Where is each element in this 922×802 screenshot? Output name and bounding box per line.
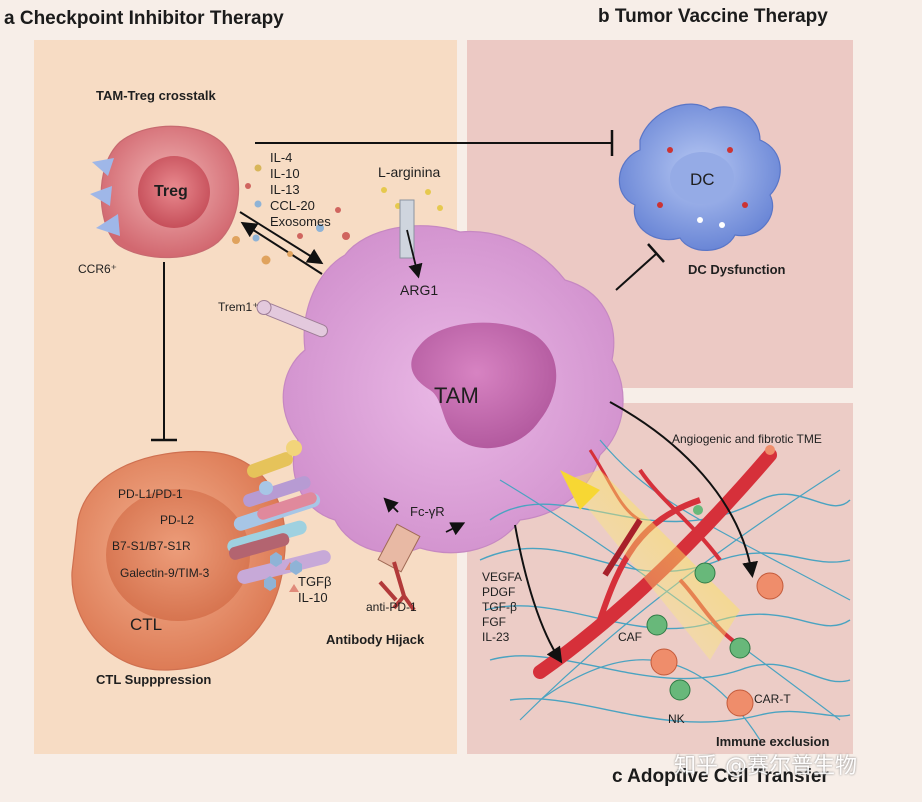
label-cytokine-il13: IL-13 — [270, 182, 300, 197]
label-tam: TAM — [434, 383, 479, 408]
label-angiogenic-tme: Angiogenic and fibrotic TME — [672, 432, 822, 446]
label-factor-vegfa: VEGFA — [482, 570, 523, 584]
label-b7-s1: B7-S1/B7-S1R — [112, 539, 191, 553]
tam-cell — [282, 225, 624, 554]
tam-to-tme-arrow — [609, 401, 758, 578]
label-pd-l2: PD-L2 — [160, 513, 195, 527]
title-tumor-vaccine: b Tumor Vaccine Therapy — [598, 6, 828, 27]
label-factor-pdgf: PDGF — [482, 585, 516, 599]
tam-dc-inhibition-line — [615, 253, 657, 291]
label-cytokine-il10: IL-10 — [270, 166, 300, 181]
ctl-cell — [71, 450, 286, 671]
treg-cell — [90, 125, 240, 259]
label-cytokine-il4: IL-4 — [270, 150, 293, 165]
checkpoint-pairs — [227, 440, 331, 584]
crosstalk-arrow — [239, 211, 324, 265]
label-pd-l1-pd-1: PD-L1/PD-1 — [118, 487, 183, 501]
label-il10: IL-10 — [298, 590, 328, 605]
blood-vessel — [533, 448, 777, 679]
title-checkpoint-inhibitor: a Checkpoint Inhibitor Therapy — [4, 8, 284, 29]
crosstalk-arrow — [240, 221, 323, 275]
label-ctl: CTL — [130, 615, 163, 634]
label-l-arginina: L-arginina — [378, 164, 441, 180]
label-dc-dysfunction: DC Dysfunction — [688, 262, 786, 277]
dc-cell — [618, 103, 781, 251]
label-factor-fgf: FGF — [482, 615, 506, 629]
fibrotic-tme — [479, 439, 851, 741]
car-t-beam — [565, 470, 740, 660]
label-fc-gamma-r: Fc-γR — [410, 504, 445, 519]
label-arg1: ARG1 — [400, 282, 439, 298]
label-ctl-suppression: CTL Supppression — [96, 672, 212, 687]
label-dc: DC — [690, 170, 715, 189]
tgfb-dots — [264, 552, 302, 592]
immune-cells — [646, 445, 784, 717]
label-galectin9-tim3: Galectin-9/TIM-3 — [120, 566, 210, 580]
label-antibody-hijack: Antibody Hijack — [326, 632, 425, 647]
label-factor-tgfb: TGF-β — [482, 600, 517, 614]
label-nk: NK — [668, 712, 685, 726]
trem1-receptor — [256, 300, 329, 338]
label-tam-treg-crosstalk: TAM-Treg crosstalk — [96, 88, 216, 103]
label-immune-exclusion: Immune exclusion — [716, 734, 830, 749]
ccr6-receptor-icon — [96, 214, 120, 236]
label-factor-il23: IL-23 — [482, 630, 510, 644]
label-treg: Treg — [154, 183, 188, 200]
ccr6-receptor-icon — [90, 186, 112, 206]
fc-receptor — [377, 523, 421, 612]
label-trem1: Trem1⁺ — [218, 300, 259, 314]
title-adoptive-cell-transfer: c Adoptive Cell Transfer — [612, 766, 829, 787]
watermark: 知乎 @赛尔普生物 — [674, 754, 857, 779]
label-tgfb: TGFβ — [298, 574, 332, 589]
label-ccr6: CCR6⁺ — [78, 262, 118, 276]
cytokine-dots — [232, 164, 443, 265]
ccr6-receptor-icon — [92, 158, 114, 176]
label-cytokine-ccl20: CCL-20 — [270, 198, 315, 213]
label-anti-pd1: anti-PD-1 — [366, 600, 417, 614]
label-caf: CAF — [618, 630, 642, 644]
tam-factors-arrow — [514, 524, 563, 664]
label-cytokine-exosomes: Exosomes — [270, 214, 331, 229]
label-car-t: CAR-T — [754, 692, 791, 706]
